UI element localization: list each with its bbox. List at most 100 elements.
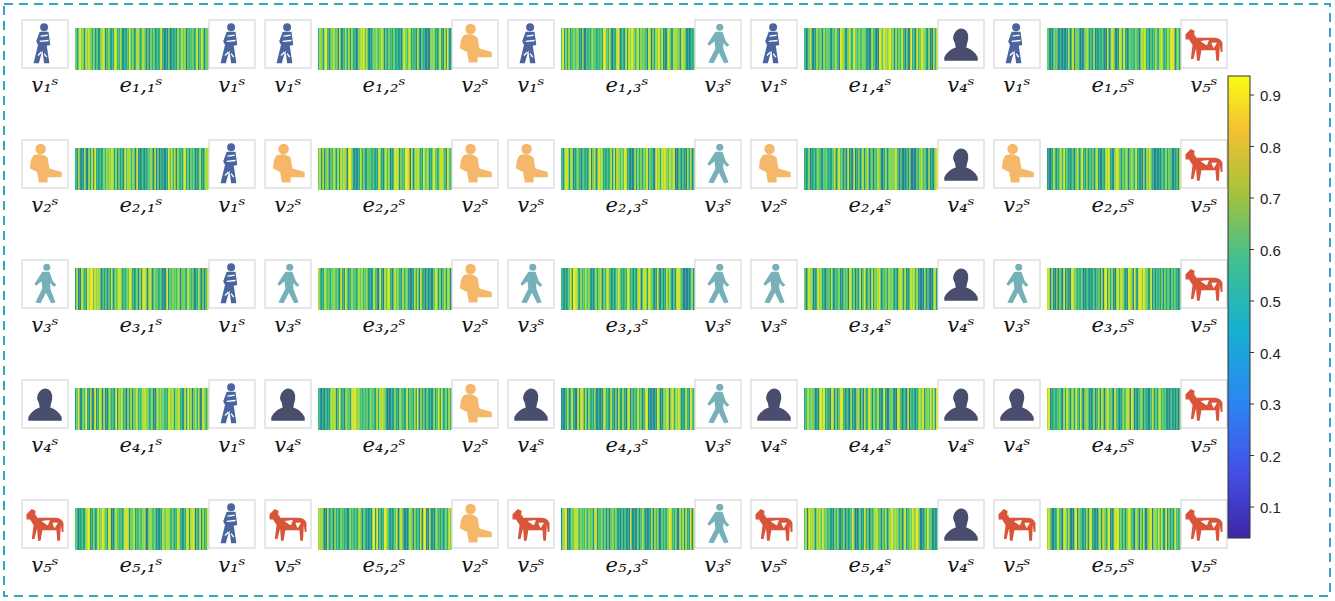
- edge-feature-bar: [318, 388, 452, 430]
- silhouette-image: [460, 384, 492, 423]
- silhouette-image: [460, 144, 492, 183]
- edge-label: e₅,₅ˢ: [1091, 554, 1134, 577]
- image-frame: [751, 380, 797, 428]
- image-frame: [209, 380, 255, 428]
- node-label: v₅ˢ: [31, 554, 58, 577]
- node-label: v₅ˢ: [1190, 74, 1217, 97]
- node-label: v₃ˢ: [517, 314, 544, 337]
- silhouette-image: [1000, 389, 1033, 421]
- node-label: v₃ˢ: [704, 554, 731, 577]
- node-label: v₄ˢ: [947, 434, 974, 457]
- silhouette-image: [221, 503, 238, 543]
- edge-feature-bar: [804, 28, 938, 70]
- tick-label: 0.4: [1260, 344, 1281, 361]
- node-label: v₄ˢ: [1003, 434, 1030, 457]
- image-frame: [751, 140, 797, 188]
- image-frame: [994, 20, 1040, 68]
- node-label: v₂ˢ: [461, 434, 488, 457]
- image-frame: [209, 260, 255, 308]
- tick-label: 0.6: [1260, 241, 1281, 258]
- silhouette-image: [30, 144, 62, 183]
- edge-feature-bar: [1047, 388, 1181, 430]
- image-frame: [938, 20, 984, 68]
- node-label: v₁ˢ: [274, 74, 301, 97]
- node-label: v₄ˢ: [274, 434, 301, 457]
- image-frame: [938, 140, 984, 188]
- silhouette-image: [1186, 269, 1223, 301]
- edge-feature-bar: [1047, 508, 1181, 550]
- silhouette-image: [277, 264, 299, 304]
- node-label: v₁ˢ: [1003, 74, 1030, 97]
- edge-label: e₃,₁ˢ: [119, 314, 162, 337]
- silhouette-image: [221, 23, 238, 63]
- silhouette-image: [707, 24, 729, 64]
- silhouette-image: [707, 144, 729, 184]
- node-label: v₁ˢ: [517, 74, 544, 97]
- silhouette-image: [944, 149, 977, 181]
- silhouette-image: [944, 269, 977, 301]
- edge-label: e₂,₃ˢ: [605, 194, 648, 217]
- image-frame: [695, 140, 741, 188]
- edge-feature-bar: [75, 388, 209, 430]
- node-label: v₃ˢ: [704, 434, 731, 457]
- node-label: v₂ˢ: [1003, 194, 1030, 217]
- silhouette-image: [277, 23, 294, 63]
- tick-mark: [1250, 455, 1254, 456]
- node-label: v₁ˢ: [218, 434, 245, 457]
- silhouette-image: [516, 144, 548, 183]
- node-label: v₄ˢ: [31, 434, 58, 457]
- image-frame: [265, 380, 311, 428]
- edge-label: e₂,₂ˢ: [362, 194, 405, 217]
- edge-label: e₄,₄ˢ: [848, 434, 891, 457]
- edge-label: e₂,₁ˢ: [119, 194, 162, 217]
- image-frame: [452, 260, 498, 308]
- silhouette-image: [460, 264, 492, 303]
- edge-label: e₃,₃ˢ: [605, 314, 648, 337]
- silhouette-image: [271, 389, 304, 421]
- image-frame: [938, 380, 984, 428]
- edge-feature-bar: [804, 148, 938, 190]
- silhouette-image: [513, 509, 550, 541]
- silhouette-image: [944, 29, 977, 61]
- node-label: v₅ˢ: [1190, 314, 1217, 337]
- edge-feature-bar: [561, 508, 695, 550]
- edge-label: e₅,₄ˢ: [848, 554, 891, 577]
- edge-feature-bar: [75, 148, 209, 190]
- silhouette-image: [273, 144, 305, 183]
- edge-feature-bar: [561, 28, 695, 70]
- node-label: v₂ˢ: [760, 194, 787, 217]
- tick-mark: [1250, 95, 1254, 96]
- tick-mark: [1250, 301, 1254, 302]
- image-frame: [209, 500, 255, 548]
- silhouette-image: [707, 504, 729, 544]
- image-frame: [452, 140, 498, 188]
- node-label: v₂ˢ: [31, 194, 58, 217]
- tick-label: 0.8: [1260, 138, 1281, 155]
- edge-feature-bar: [804, 508, 938, 550]
- silhouette-image: [1186, 509, 1223, 541]
- image-frame: [695, 500, 741, 548]
- image-frame: [751, 500, 797, 548]
- silhouette-image: [1006, 264, 1028, 304]
- node-label: v₁ˢ: [218, 554, 245, 577]
- edge-feature-bar: [75, 508, 209, 550]
- image-frame: [994, 500, 1040, 548]
- silhouette-image: [221, 143, 238, 183]
- tick-label: 0.9: [1260, 87, 1281, 104]
- image-frame: [22, 20, 68, 68]
- image-frame: [994, 260, 1040, 308]
- image-frame: [1181, 500, 1227, 548]
- edge-label: e₄,₁ˢ: [119, 434, 162, 457]
- edge-label: e₅,₂ˢ: [362, 554, 405, 577]
- edge-feature-bar: [561, 148, 695, 190]
- image-frame: [695, 260, 741, 308]
- image-frame: [22, 500, 68, 548]
- node-label: v₅ˢ: [1003, 554, 1030, 577]
- edge-feature-bar: [561, 268, 695, 310]
- image-frame: [751, 260, 797, 308]
- image-frame: [209, 140, 255, 188]
- image-frame: [265, 140, 311, 188]
- edge-feature-bar: [1047, 148, 1181, 190]
- image-frame: [452, 380, 498, 428]
